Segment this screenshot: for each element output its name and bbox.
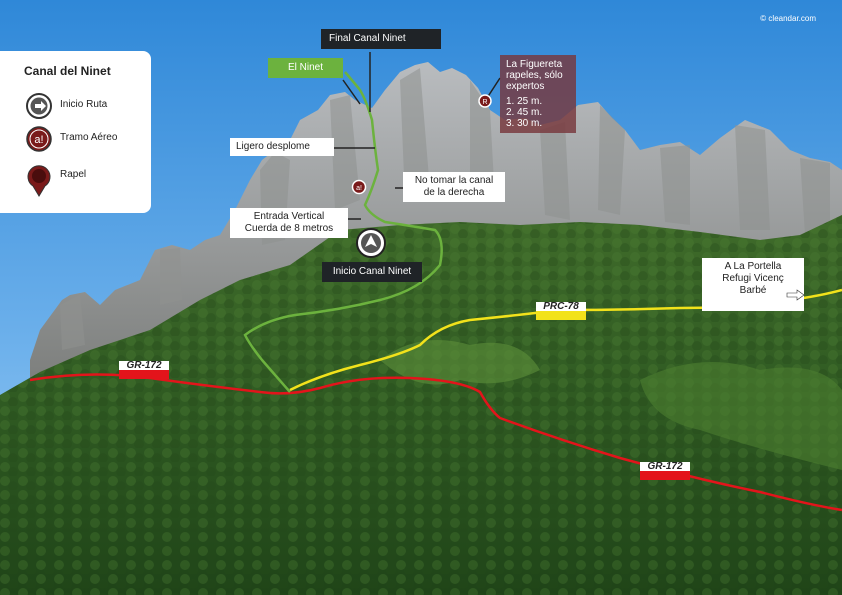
- label-ligero-desplome: Ligero desplome: [230, 138, 334, 156]
- legend-label-tramo-aereo: Tramo Aéreo: [60, 132, 118, 143]
- no-tomar-line-2: de la derecha: [423, 187, 485, 198]
- badge-gr-right-text: GR-172: [640, 462, 690, 472]
- trail-gr-172: [29, 373, 842, 512]
- legend-item-tramo-aereo: a! Tramo Aéreo: [26, 126, 117, 152]
- badge-gr-left-text: GR-172: [119, 361, 169, 371]
- label-la-figuereta: La Figuereta rapeles, sólo expertos 1. 2…: [500, 55, 576, 133]
- badge-gr-right-stripe: [640, 471, 690, 480]
- rappel-marker: R: [478, 94, 492, 108]
- rapel-length-1: 1. 25 m.: [506, 96, 543, 107]
- rapel-length-2: 2. 45 m.: [506, 107, 543, 118]
- copyright-text: © cleandar.com: [760, 14, 816, 23]
- badge-gr-172-left: GR-172: [119, 361, 169, 379]
- portella-line-2: Refugi Vicenç Barbé: [722, 273, 784, 296]
- legend-panel: Canal del Ninet Inicio Ruta a! Tramo Aér…: [0, 51, 151, 213]
- entrada-line-2: Cuerda de 8 metros: [244, 223, 334, 234]
- aerial-marker-text: a!: [356, 185, 362, 192]
- aerial-section-marker: a!: [351, 179, 367, 195]
- no-tomar-line-1: No tomar la canal: [414, 175, 494, 186]
- legend-label-rapel: Rapel: [60, 169, 87, 180]
- aerial-section-icon: a!: [26, 126, 52, 152]
- label-entrada-vertical: Entrada Vertical Cuerda de 8 metros: [230, 208, 348, 238]
- start-route-marker: [356, 228, 386, 258]
- leader-lines: [334, 52, 501, 220]
- figuereta-line-3: expertos: [506, 81, 545, 92]
- legend-title: Canal del Ninet: [24, 64, 111, 78]
- entrada-line-1: Entrada Vertical: [253, 211, 325, 222]
- label-inicio-canal-ninet: Inicio Canal Ninet: [322, 262, 422, 282]
- portella-line-1: A La Portella: [724, 261, 782, 272]
- label-a-la-portella: A La Portella Refugi Vicenç Barbé: [702, 258, 804, 311]
- foreground-trees-right: [640, 362, 842, 470]
- foreground-trees: [380, 340, 540, 385]
- label-final-canal-ninet: Final Canal Ninet: [321, 29, 441, 49]
- badge-gr-left-stripe: [119, 370, 169, 379]
- figuereta-line-1: La Figuereta: [506, 59, 563, 70]
- rapel-length-3: 3. 30 m.: [506, 118, 543, 129]
- route-canal-ninet: [243, 71, 443, 393]
- rappel-marker-icon: [27, 165, 51, 197]
- legend-label-inicio-ruta: Inicio Ruta: [60, 99, 108, 110]
- start-arrow-icon: [26, 93, 52, 119]
- badge-prc-78: PRC-78: [536, 302, 586, 320]
- figuereta-line-2: rapeles, sólo: [506, 70, 563, 81]
- legend-item-inicio-ruta: Inicio Ruta: [26, 93, 107, 119]
- legend-item-rapel: Rapel: [26, 163, 86, 197]
- direction-arrow-icon: [786, 289, 805, 301]
- badge-prc-stripe: [536, 311, 586, 320]
- svg-text:a!: a!: [34, 134, 43, 146]
- badge-gr-172-right: GR-172: [640, 462, 690, 480]
- badge-prc-text: PRC-78: [536, 302, 586, 312]
- rappel-marker-text: R: [482, 99, 487, 106]
- label-no-tomar-canal: No tomar la canal de la derecha: [403, 172, 505, 202]
- label-el-ninet: El Ninet: [268, 58, 343, 78]
